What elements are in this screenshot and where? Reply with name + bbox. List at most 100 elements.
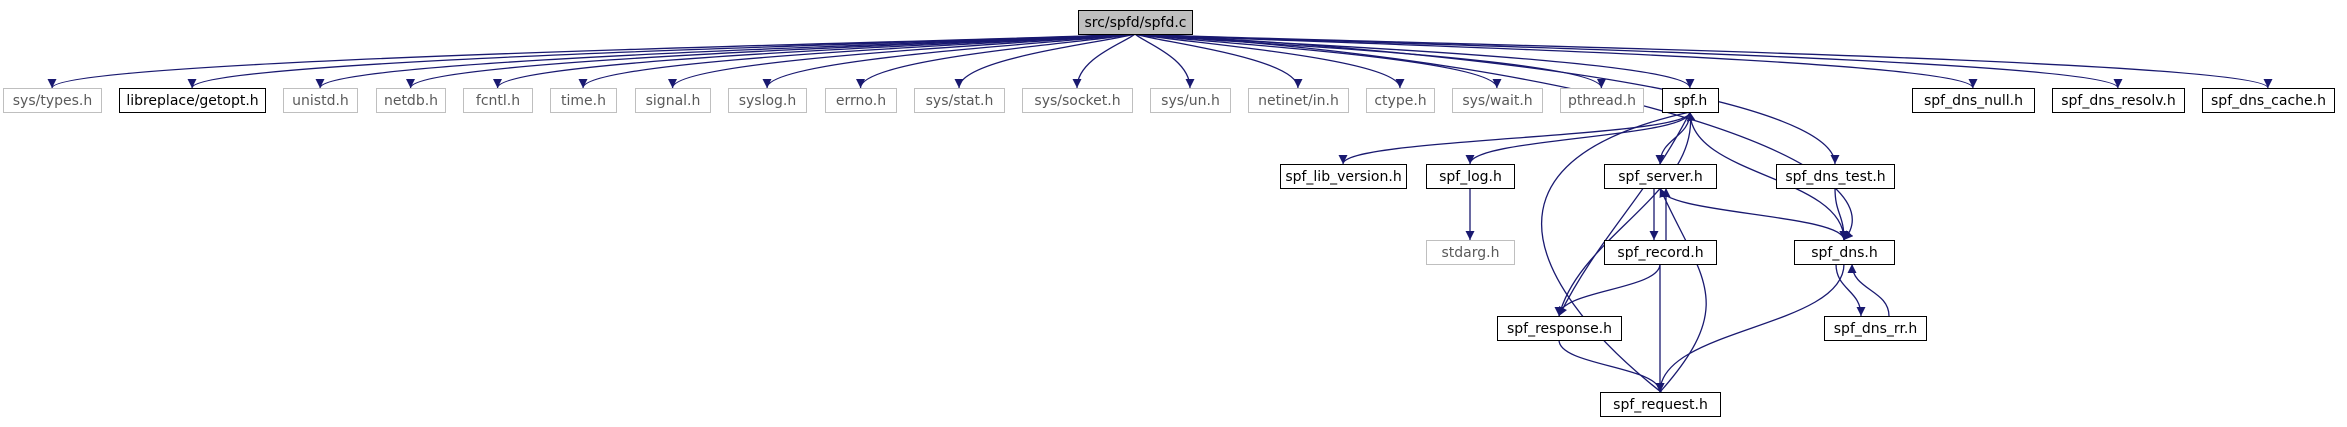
node-label: ctype.h	[1374, 93, 1426, 109]
node-spf-request-h[interactable]: spf_request.h	[1600, 392, 1721, 417]
edge-spf-dns-test-h-to-spf-dns-h	[1834, 187, 1849, 241]
node-box	[1426, 240, 1515, 265]
node-box	[550, 88, 617, 113]
node-spf-lib-version-h[interactable]: spf_lib_version.h	[1280, 164, 1407, 189]
edge-spf-h-to-spf-log-h	[1465, 111, 1691, 165]
node-label: spf_dns_test.h	[1785, 169, 1885, 185]
node-box	[1366, 88, 1435, 113]
node-spf-dns-test-h[interactable]: spf_dns_test.h	[1776, 164, 1895, 189]
node-box	[1824, 316, 1927, 341]
node-label: netinet/in.h	[1258, 93, 1339, 109]
node-label: netdb.h	[384, 93, 438, 109]
node-sys-stat-h: sys/stat.h	[914, 88, 1005, 113]
node-label: spf_dns_resolv.h	[2061, 93, 2176, 109]
node-label: spf_dns_rr.h	[1834, 321, 1917, 337]
node-label: spf.h	[1674, 93, 1707, 109]
node-label: spf_log.h	[1439, 169, 1502, 185]
node-netinet-in-h: netinet/in.h	[1248, 88, 1349, 113]
nodes-layer: src/spfd/spfd.c sys/types.h libreplace/get…	[3, 10, 2335, 417]
node-box	[119, 88, 266, 113]
node-label: sys/types.h	[13, 93, 92, 109]
node-spf-server-h[interactable]: spf_server.h	[1604, 164, 1717, 189]
node-getopt-h[interactable]: libreplace/getopt.h	[119, 88, 266, 113]
node-spf-response-h[interactable]: spf_response.h	[1497, 316, 1622, 341]
edge-spf-record-h-to-spf-response-h	[1554, 263, 1661, 317]
node-label: spf_server.h	[1618, 169, 1702, 185]
node-label: spf_request.h	[1613, 397, 1708, 413]
edge-spfd-c-to-netinet-in-h	[1134, 33, 1303, 89]
node-time-h: time.h	[550, 88, 617, 113]
node-sys-un-h: sys/un.h	[1150, 88, 1231, 113]
node-box	[1497, 316, 1622, 341]
node-box	[376, 88, 446, 113]
edge-spf-h-to-spf-dns-h	[1689, 111, 1849, 241]
edge-spf-response-h-to-spf-request-h	[1558, 339, 1665, 393]
edge-spf-request-h-to-spf-server-h	[1659, 187, 1707, 393]
node-label: sys/un.h	[1161, 93, 1220, 109]
node-label: libreplace/getopt.h	[126, 93, 258, 109]
node-sys-types-h: sys/types.h	[3, 88, 102, 113]
node-box	[635, 88, 711, 113]
edge-spfd-c-to-ctype-h	[1134, 33, 1405, 89]
node-label: fcntl.h	[476, 93, 520, 109]
node-label: unistd.h	[292, 93, 349, 109]
node-label: spf_lib_version.h	[1285, 169, 1401, 185]
edge-spfd-c-to-spf-dns-h	[1134, 33, 1854, 241]
node-label: sys/stat.h	[926, 93, 994, 109]
edge-spf-dns-rr-h-to-spf-dns-h	[1847, 263, 1890, 317]
node-box	[2202, 88, 2335, 113]
node-box	[3, 88, 102, 113]
node-fcntl-h: fcntl.h	[463, 88, 533, 113]
edge-spf-dns-h-to-spf-dns-rr-h	[1835, 263, 1866, 317]
edge-spfd-c-to-signal-h	[668, 33, 1136, 89]
node-stdarg-h: stdarg.h	[1426, 240, 1515, 265]
node-box	[1776, 164, 1895, 189]
node-label: sys/wait.h	[1462, 93, 1532, 109]
edges-layer	[47, 33, 2273, 402]
node-label: signal.h	[646, 93, 701, 109]
node-box	[728, 88, 807, 113]
node-box	[1426, 164, 1515, 189]
node-box	[1150, 88, 1231, 113]
node-box	[463, 88, 533, 113]
node-signal-h: signal.h	[635, 88, 711, 113]
edge-spfd-c-to-spf-dns-test-h	[1134, 33, 1840, 165]
node-box	[2052, 88, 2185, 113]
node-spf-dns-resolv-h[interactable]: spf_dns_resolv.h	[2052, 88, 2185, 113]
node-label: spf_record.h	[1617, 245, 1703, 261]
node-spfd-c[interactable]: src/spfd/spfd.c	[1078, 10, 1193, 35]
node-box	[1078, 10, 1193, 35]
node-ctype-h: ctype.h	[1366, 88, 1435, 113]
node-netdb-h: netdb.h	[376, 88, 446, 113]
edge-spf-dns-h-to-spf-request-h	[1655, 263, 1845, 393]
node-label: sys/socket.h	[1034, 93, 1120, 109]
node-errno-h: errno.h	[825, 88, 897, 113]
node-box	[1600, 392, 1721, 417]
node-syslog-h: syslog.h	[728, 88, 807, 113]
node-label: spf_dns_cache.h	[2211, 93, 2326, 109]
node-spf-h[interactable]: spf.h	[1662, 88, 1719, 113]
edge-spfd-c-to-errno-h	[856, 33, 1136, 89]
node-box	[283, 88, 358, 113]
edge-spfd-c-to-sys-stat-h	[954, 33, 1136, 89]
node-spf-record-h[interactable]: spf_record.h	[1604, 240, 1717, 265]
edge-spfd-c-to-sys-wait-h	[1134, 33, 1502, 89]
node-label: stdarg.h	[1442, 245, 1500, 261]
node-label: spf_dns.h	[1811, 245, 1878, 261]
node-unistd-h: unistd.h	[283, 88, 358, 113]
node-spf-dns-h[interactable]: spf_dns.h	[1794, 240, 1895, 265]
node-box	[1662, 88, 1719, 113]
node-spf-dns-null-h[interactable]: spf_dns_null.h	[1912, 88, 2035, 113]
edge-spfd-c-to-sys-socket-h	[1072, 33, 1136, 89]
node-spf-dns-cache-h[interactable]: spf_dns_cache.h	[2202, 88, 2335, 113]
node-box	[1248, 88, 1349, 113]
node-spf-dns-rr-h[interactable]: spf_dns_rr.h	[1824, 316, 1927, 341]
node-label: src/spfd/spfd.c	[1084, 15, 1186, 31]
node-box	[1604, 240, 1717, 265]
edge-spf-response-h-to-spf-h	[1558, 111, 1696, 317]
node-spf-log-h[interactable]: spf_log.h	[1426, 164, 1515, 189]
edge-spfd-c-to-syslog-h	[762, 33, 1136, 89]
node-box	[1604, 164, 1717, 189]
node-label: syslog.h	[739, 93, 797, 109]
